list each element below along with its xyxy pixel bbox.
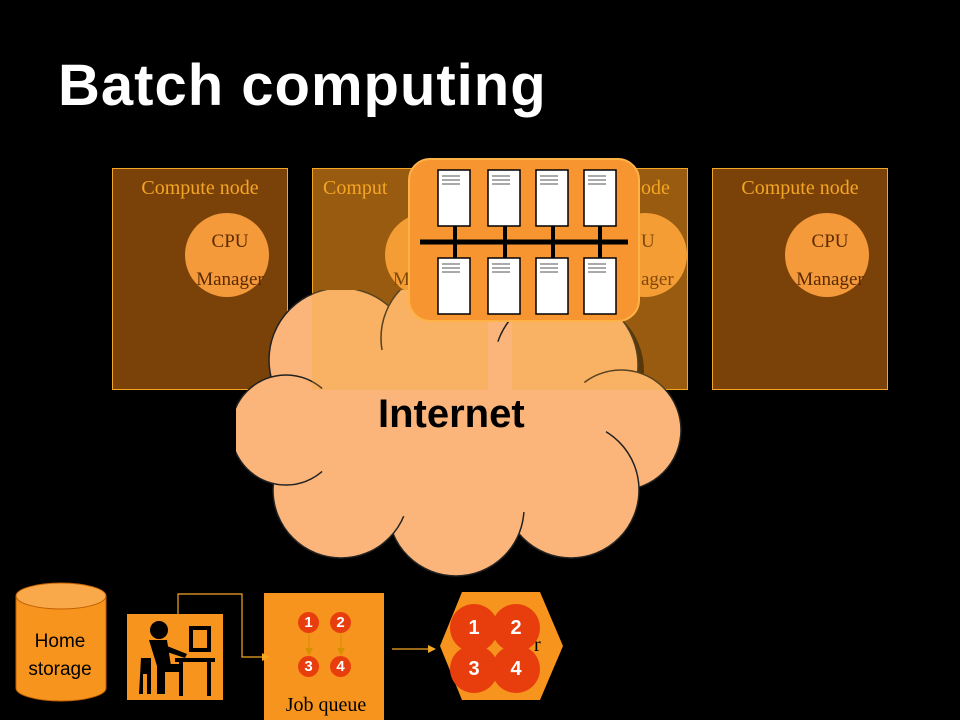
compute-node-1: Compute node CPU Manager	[112, 168, 288, 390]
home-storage-label: Home storage	[14, 628, 106, 684]
internet-label: Internet	[378, 392, 525, 436]
master-partial-label: r	[534, 634, 541, 656]
compute-node-title: ode	[641, 177, 670, 199]
queue-job-1: 1	[298, 612, 319, 633]
home-storage-line2: storage	[28, 659, 92, 680]
home-storage-line1: Home	[34, 631, 86, 652]
master-job-3: 3	[450, 645, 498, 693]
manager-label: Manager	[796, 269, 864, 290]
cpu-label: CPU	[211, 231, 249, 252]
cpu-manager-circle	[185, 213, 269, 297]
manager-label: Manager	[196, 269, 264, 290]
compute-node-4: Compute node CPU Manager	[712, 168, 888, 390]
master-job-1: 1	[450, 604, 498, 652]
server-cluster	[408, 158, 640, 322]
queue-job-3: 3	[298, 656, 319, 677]
compute-node-title: Compute node	[141, 177, 259, 199]
job-queue-label: Job queue	[285, 694, 367, 716]
queue-job-2: 2	[330, 612, 351, 633]
master-job-4: 4	[492, 645, 540, 693]
home-storage-icon	[15, 582, 107, 702]
manager-label: ager	[641, 269, 674, 290]
master-job-2: 2	[492, 604, 540, 652]
manager-label: M	[393, 269, 410, 290]
page-title: Batch computing	[58, 53, 547, 118]
servers-icon	[420, 169, 628, 315]
cpu-manager-circle	[785, 213, 869, 297]
queue-job-4: 4	[330, 656, 351, 677]
cpu-label: CPU	[811, 231, 849, 252]
compute-node-title: Comput	[323, 177, 388, 199]
internet-cloud	[236, 290, 687, 580]
job-queue	[264, 593, 384, 720]
user-workstation	[127, 614, 223, 700]
compute-node-title: Compute node	[741, 177, 859, 199]
cpu-label: U	[641, 231, 655, 252]
user-at-computer-icon	[139, 621, 215, 696]
